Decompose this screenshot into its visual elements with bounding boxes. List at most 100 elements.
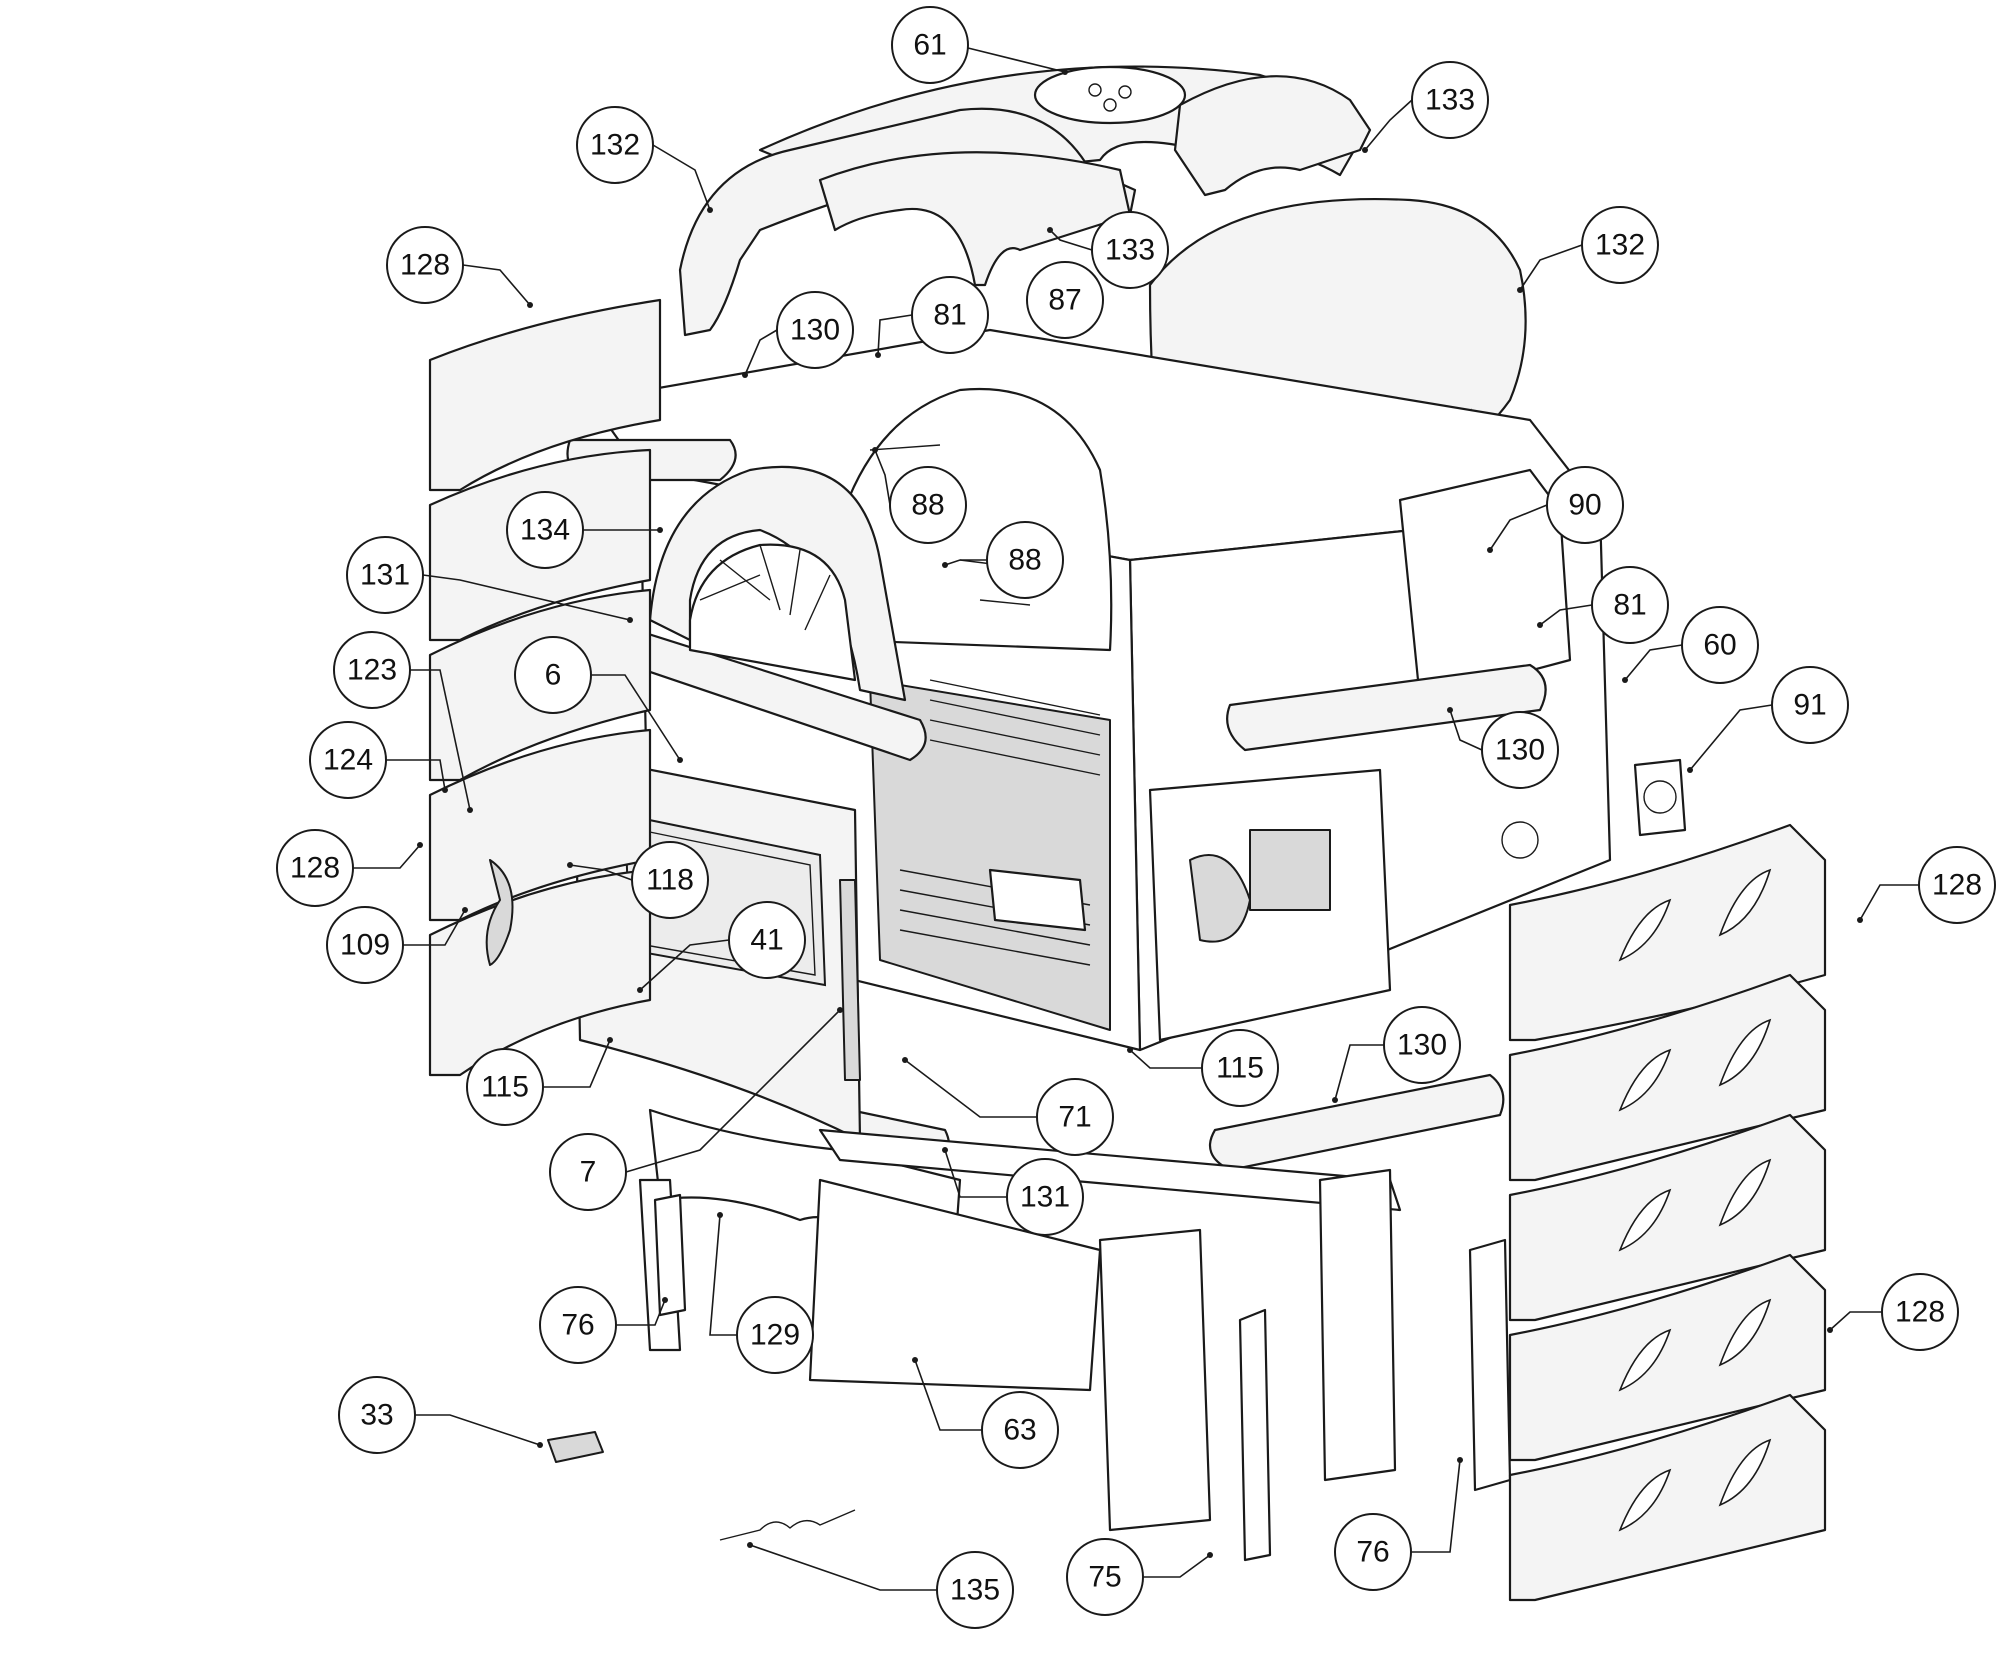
- callout-number: 75: [1088, 1561, 1121, 1594]
- callout-number: 90: [1568, 489, 1601, 522]
- callout-leader-arrowhead: [1207, 1552, 1213, 1558]
- base-right-leg-back: [1318, 1168, 1397, 1482]
- callout-circle: [276, 829, 354, 907]
- callout-number: 76: [561, 1309, 594, 1342]
- callout-63: 63: [912, 1357, 1059, 1469]
- callout-leader-line: [1489, 504, 1548, 551]
- callout-leader-line: [1449, 709, 1483, 751]
- callout-circle: [346, 536, 424, 614]
- tile-leaf: [1618, 898, 1672, 962]
- callout-leader-line: [616, 1299, 666, 1326]
- callout-leader-arrowhead: [677, 757, 683, 763]
- callout-circle: [981, 1391, 1059, 1469]
- callout-leader-arrowhead: [1332, 1097, 1338, 1103]
- callout-leader-arrowhead: [1687, 767, 1693, 773]
- callout-75: 75: [1066, 1538, 1213, 1616]
- tile-leaf: [1618, 1328, 1672, 1392]
- callout-number: 6: [545, 659, 562, 692]
- callout-number: 88: [1008, 544, 1041, 577]
- callout-leader-line: [543, 1039, 611, 1088]
- callout-88: 88: [942, 521, 1064, 599]
- callout-leader-line: [1364, 99, 1413, 151]
- tile-leaf: [1718, 1018, 1772, 1087]
- base-cross-rail: [818, 1128, 1402, 1212]
- tile-leaf: [1618, 1188, 1672, 1252]
- callout-leader-arrowhead: [607, 1037, 613, 1043]
- callout-leader-arrowhead: [837, 1007, 843, 1013]
- callout-88: 88: [872, 447, 967, 544]
- base-right-leg-front: [1098, 1228, 1212, 1532]
- callout-leader-arrowhead: [1537, 622, 1543, 628]
- callout-132: 132: [576, 106, 713, 213]
- callout-leader-line: [386, 759, 446, 791]
- callout-number: 128: [1932, 869, 1982, 902]
- callout-leader-arrowhead: [527, 302, 533, 308]
- right-tile: [1508, 1253, 1827, 1462]
- callout-leader-arrowhead: [1062, 69, 1068, 75]
- callout-leader-arrowhead: [1857, 917, 1863, 923]
- callout-leader-line: [422, 574, 631, 621]
- callout-leader-line: [944, 559, 987, 566]
- callout-circle: [326, 906, 404, 984]
- callout-60: 60: [1622, 606, 1759, 684]
- firebox-opening: [869, 679, 1111, 1031]
- shelf-caps: [566, 438, 1547, 1172]
- door-spring: [719, 1509, 856, 1541]
- callout-115: 115: [466, 1037, 613, 1126]
- callout-129: 129: [709, 1212, 814, 1374]
- callout-circle: [936, 1551, 1014, 1629]
- callout-128: 128: [276, 829, 423, 907]
- top-vent-hole: [1103, 98, 1117, 112]
- callout-leader-arrowhead: [717, 1212, 723, 1218]
- callout-leader-arrowhead: [467, 807, 473, 813]
- tile-leaf: [1718, 1158, 1772, 1227]
- callout-leader-line: [1519, 244, 1583, 291]
- callout-90: 90: [1487, 466, 1624, 553]
- callout-leader-arrowhead: [912, 1357, 918, 1363]
- callout-circle: [1881, 1273, 1959, 1351]
- callout-number: 71: [1058, 1101, 1091, 1134]
- callout-number: 81: [933, 299, 966, 332]
- callout-leader-arrowhead: [442, 787, 448, 793]
- callout-7: 7: [549, 1007, 843, 1211]
- right-top-cap: [1226, 663, 1547, 752]
- callout-circle: [1383, 1006, 1461, 1084]
- callout-circle: [1581, 206, 1659, 284]
- callout-leader-line: [1539, 604, 1593, 626]
- callout-leader-line: [967, 47, 1066, 73]
- door-handle: [839, 879, 861, 1081]
- callout-leader-arrowhead: [1127, 1047, 1133, 1053]
- callout-leader-line: [639, 939, 730, 991]
- right-tile: [1508, 823, 1827, 1042]
- arch-casting-outer: [648, 465, 907, 702]
- callout-number: 76: [1356, 1536, 1389, 1569]
- callout-131: 131: [942, 1147, 1084, 1236]
- arch-casting-inner: [688, 543, 857, 682]
- front-arch-casting: [648, 465, 907, 702]
- base-floor-panel: [808, 1178, 1102, 1392]
- callout-circle: [1006, 1158, 1084, 1236]
- callout-number: 123: [347, 654, 397, 687]
- callout-number: 33: [360, 1399, 393, 1432]
- callout-leader-line: [353, 844, 421, 869]
- top-vent-hole: [1118, 85, 1132, 99]
- crown-arch-cover-center: [818, 151, 1132, 287]
- callout-leader-line: [914, 1359, 982, 1431]
- control-board: [1249, 829, 1331, 911]
- callout-leader-line: [1689, 704, 1773, 771]
- callout-circle: [1201, 1029, 1279, 1107]
- callout-number: 60: [1703, 629, 1736, 662]
- callout-circle: [1036, 1078, 1114, 1156]
- callout-124: 124: [309, 721, 448, 799]
- callout-number: 131: [1020, 1181, 1070, 1214]
- callout-number: 118: [646, 864, 694, 897]
- callout-number: 130: [1397, 1029, 1447, 1062]
- loose-parts: [547, 758, 1687, 1541]
- callout-leader-line: [462, 264, 531, 306]
- callout-number: 81: [1613, 589, 1646, 622]
- callout-leader-arrowhead: [1047, 227, 1053, 233]
- exhaust-fan: [1189, 854, 1251, 943]
- callout-130: 130: [742, 291, 854, 378]
- callout-number: 133: [1105, 234, 1155, 267]
- left-hinge-arm: [485, 859, 514, 966]
